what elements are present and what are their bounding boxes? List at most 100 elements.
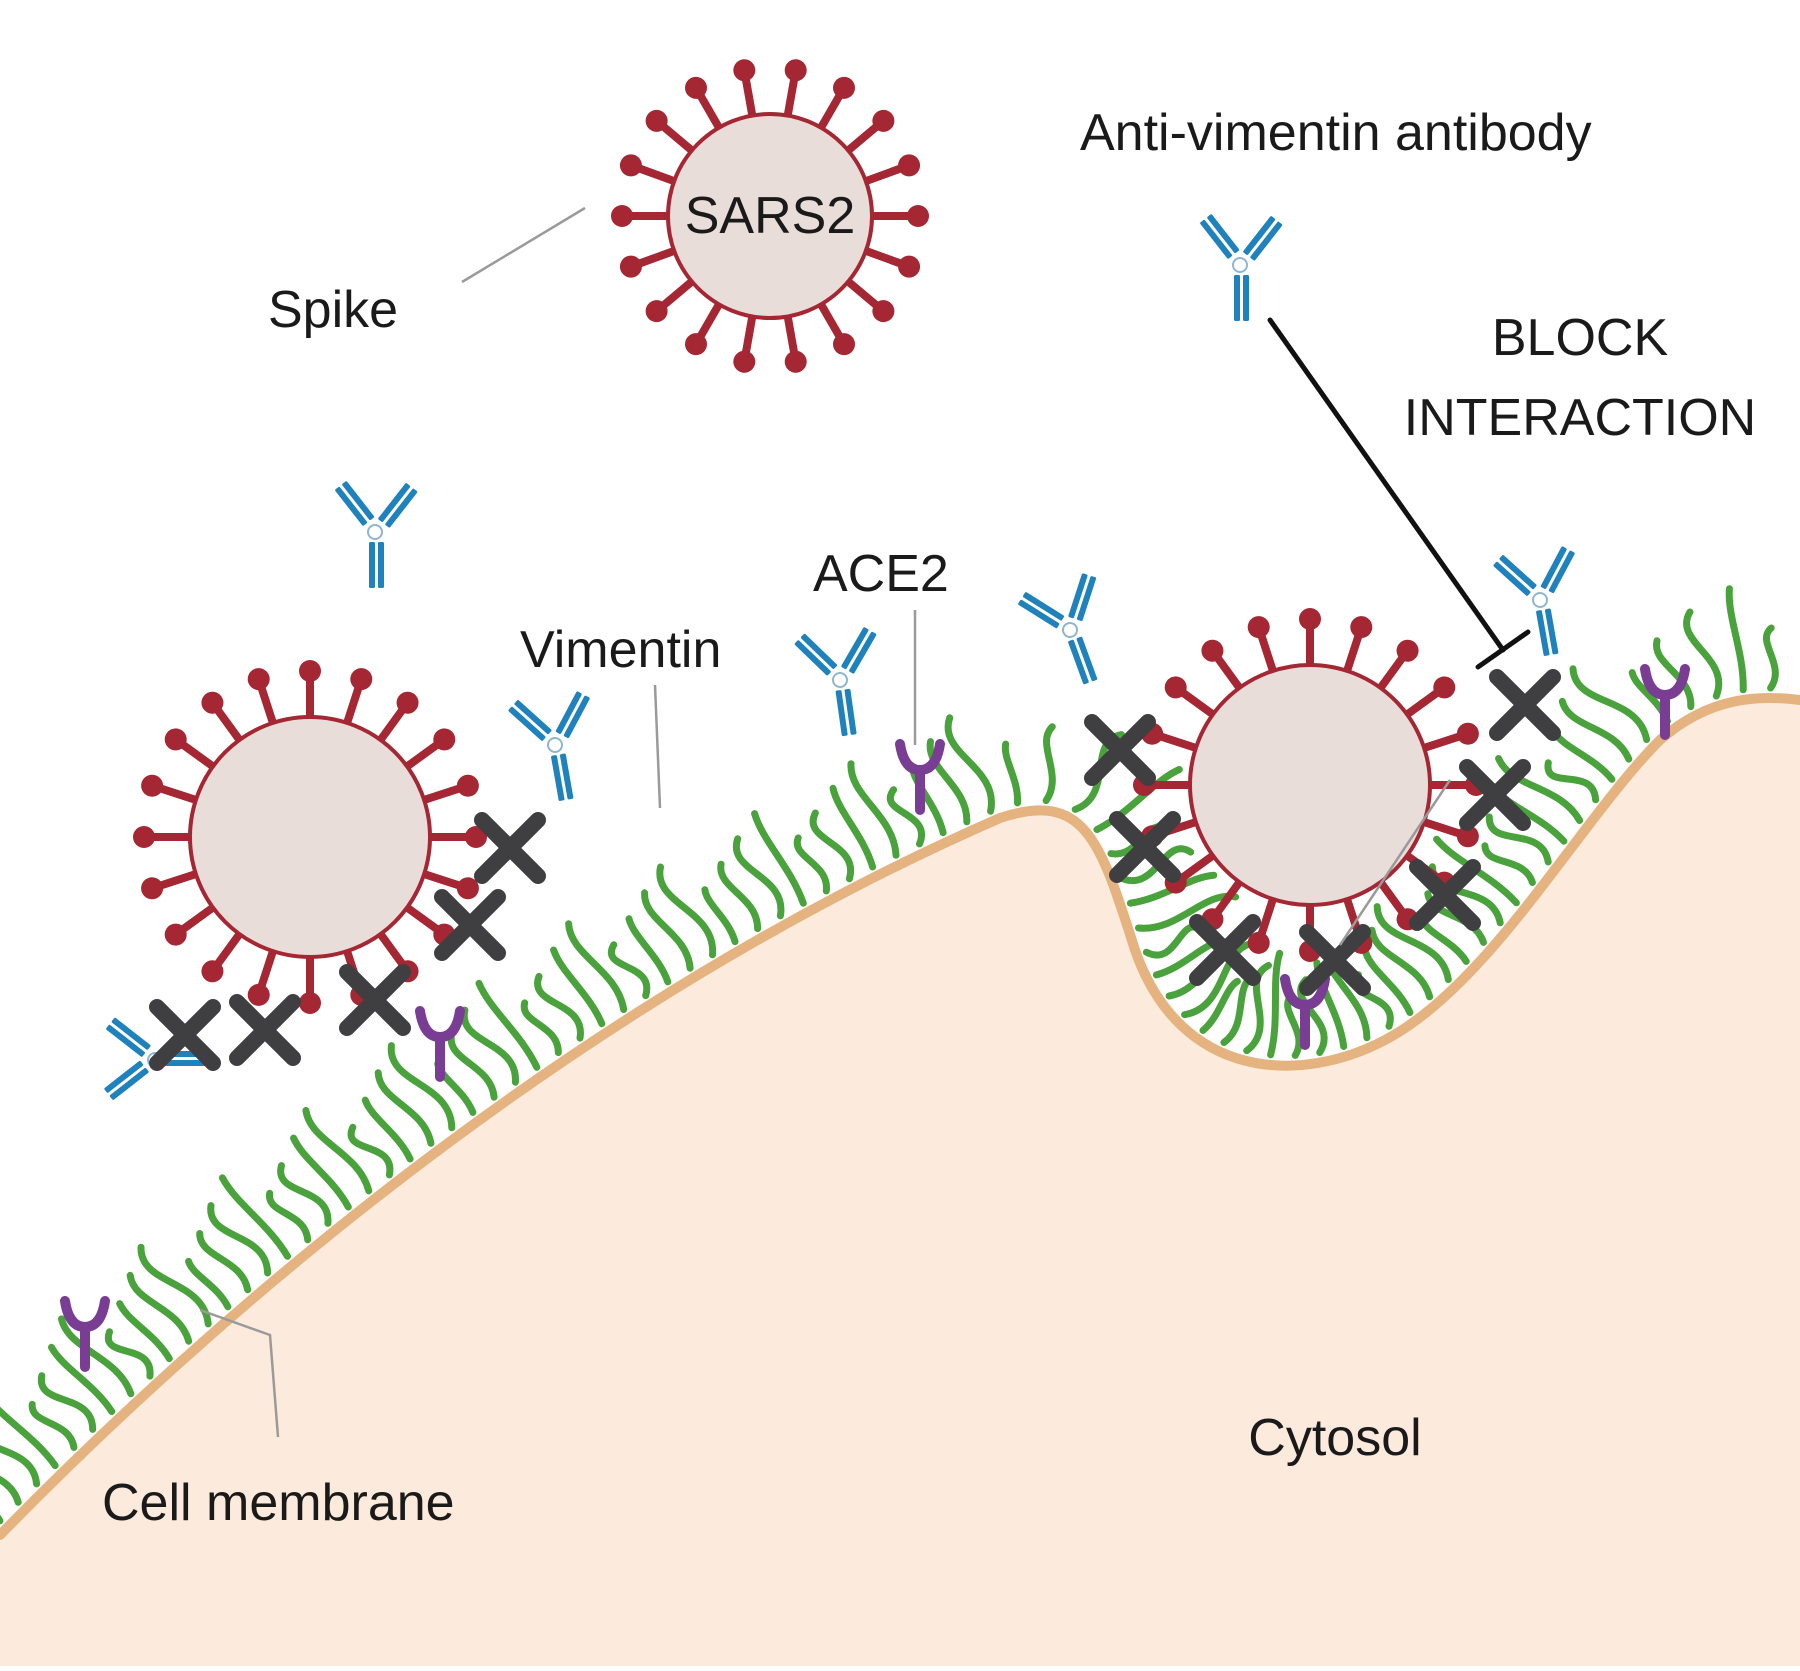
vimentin-filament-icon: [347, 1123, 394, 1179]
vimentin-filament-icon: [1243, 962, 1272, 1055]
sars2-label: SARS2: [685, 187, 856, 245]
vimentin-filament-icon: [732, 835, 785, 920]
spike-protein: [732, 58, 764, 122]
vimentin-leader-line: [653, 684, 662, 809]
vimentin-filament-icon: [1485, 813, 1552, 866]
block-leader-line: [1338, 779, 1452, 946]
sars2-virus-bound-left: [133, 660, 487, 1014]
vimentin-filament-icon: [0, 1475, 22, 1506]
virus-icon: [666, 112, 874, 320]
spike-protein: [299, 660, 321, 721]
vimentin-filament-icon: [717, 860, 762, 933]
antibody-icon: [333, 479, 419, 589]
vimentin-filament-icon: [0, 1406, 59, 1470]
spike-protein: [133, 826, 194, 848]
vimentin-filament-icon: [116, 1300, 173, 1363]
spike-protein: [732, 311, 764, 375]
vimentin-filament-icon: [1267, 949, 1284, 1059]
vimentin-label: Vimentin: [520, 621, 721, 679]
vimentin-filament-icon: [1481, 842, 1536, 886]
antibody-icon: [1198, 212, 1284, 322]
vimentin-filament-icon: [1001, 740, 1022, 807]
spike-protein: [426, 826, 487, 848]
vimentin-filament-icon: [302, 1107, 373, 1195]
block-x-icon: [1092, 722, 1148, 778]
vimentin-filament-icon: [829, 784, 877, 871]
spike-protein: [868, 205, 929, 227]
spike-protein: [1299, 608, 1321, 669]
vimentin-filament-icon: [1419, 916, 1470, 965]
virus-icon: [188, 715, 432, 959]
vimentin-filament-icon: [608, 941, 651, 1000]
vimentin-filament-icon: [387, 1042, 456, 1132]
spike-protein: [776, 311, 808, 375]
vimentin-filament-icon: [886, 786, 925, 848]
vimentin-filament-icon: [1725, 585, 1747, 694]
vimentin-filament-icon: [374, 1069, 435, 1147]
spike-protein: [299, 953, 321, 1014]
vimentin-filament-icon: [48, 1343, 116, 1415]
vimentin-filament-icon: [520, 999, 562, 1057]
vimentin-filament-icon: [534, 972, 584, 1042]
cell-membrane-line: [0, 692, 1800, 1540]
vimentin-filament-icon: [1544, 759, 1600, 804]
vimentin-filament-icon: [218, 1174, 291, 1260]
vimentin-filaments: [0, 585, 1779, 1525]
vimentin-filament-icon: [1181, 939, 1261, 1019]
vimentin-filament-icon: [847, 760, 900, 859]
vimentin-filament-icon: [1495, 755, 1584, 824]
vimentin-filament-icon: [1762, 624, 1779, 692]
vimentin-filament-icon: [793, 834, 830, 895]
vimentin-filament-icon: [1569, 665, 1651, 743]
vimentin-filament-icon: [565, 920, 628, 1013]
text-labels: SARS2 Spike Anti-vimentin antibody BLOCK…: [102, 104, 1756, 1532]
spike-protein: [611, 205, 672, 227]
vimentin-filament-icon: [58, 1315, 135, 1398]
block-inhibition-arrow: [1267, 317, 1531, 670]
vimentin-filament-icon: [207, 1202, 272, 1277]
antibody-icon: [791, 622, 892, 743]
anti-vimentin-antibody-label: Anti-vimentin antibody: [1080, 104, 1592, 162]
cytosol-region: [0, 697, 1800, 1666]
block-label-line2: INTERACTION: [1404, 389, 1756, 447]
vimentin-filament-icon: [926, 738, 971, 826]
ace2-label: ACE2: [813, 545, 949, 603]
vimentin-filament-icon: [277, 1162, 332, 1227]
sars2-virus-free: [611, 58, 929, 375]
vimentin-filament-icon: [1683, 608, 1723, 700]
block-x-icon: [1117, 819, 1173, 875]
spike-leader-line: [461, 206, 586, 284]
block-x-icon: [482, 820, 538, 876]
vimentin-filament-icon: [126, 1271, 193, 1345]
antibody-icon: [505, 686, 608, 809]
spike-label: Spike: [268, 281, 398, 339]
vimentin-filament-icon: [701, 886, 739, 946]
vimentin-filament-icon: [1373, 903, 1452, 984]
virus-icon: [1188, 663, 1432, 907]
vimentin-filament-icon: [266, 1189, 312, 1244]
ace2-receptor-icon: [900, 744, 940, 810]
vimentin-filament-icon: [1551, 729, 1616, 783]
vimentin-filament-icon: [1199, 977, 1241, 1034]
vimentin-filament-icon: [809, 809, 855, 883]
vimentin-filament-icon: [1042, 723, 1056, 805]
vimentin-filament-icon: [196, 1230, 252, 1294]
vimentin-filament-icon: [38, 1372, 97, 1433]
block-x-icon: [237, 1002, 293, 1058]
vimentin-filament-icon: [550, 946, 606, 1028]
block-x-icon: [442, 897, 498, 953]
vimentin-filament-icon: [1362, 949, 1414, 1016]
vimentin-filament-icon: [460, 1006, 519, 1086]
cell-membrane-label: Cell membrane: [102, 1474, 455, 1532]
block-label-line1: BLOCK: [1492, 309, 1669, 367]
vimentin-filament-icon: [944, 714, 995, 815]
vimentin-filament-icon: [1653, 637, 1695, 711]
block-x-icon: [1497, 677, 1553, 733]
vimentin-filament-icon: [104, 1328, 154, 1380]
vimentin-filament-icon: [137, 1243, 212, 1328]
vimentin-filament-icon: [641, 889, 694, 972]
antibody-icon: [1013, 566, 1131, 698]
vimentin-filament-icon: [751, 810, 807, 907]
